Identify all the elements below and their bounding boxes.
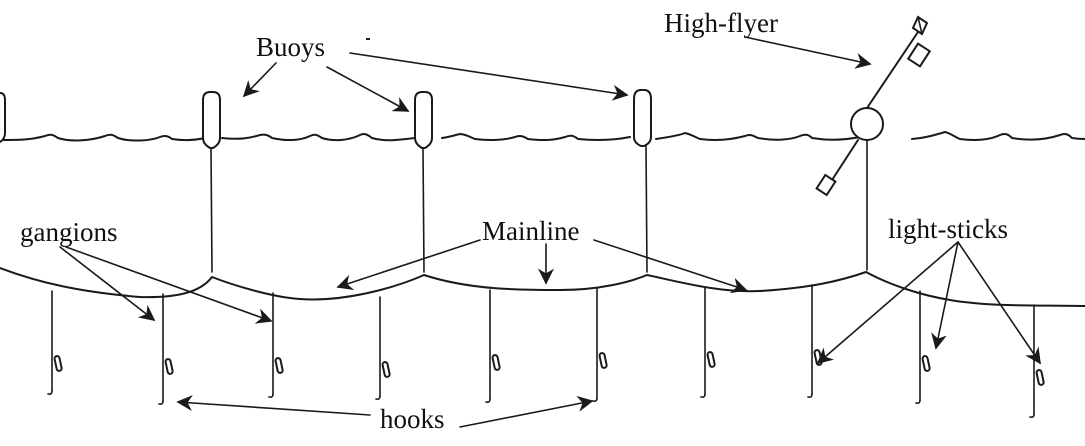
mainline <box>0 267 1085 307</box>
arrow-hooks-2 <box>459 395 594 428</box>
gangion <box>485 289 501 403</box>
label-hooks: hooks <box>380 404 445 434</box>
arrow-buoys-3 <box>349 52 629 101</box>
hook-icon <box>915 399 921 404</box>
gangion <box>700 286 716 398</box>
gangion <box>375 296 391 400</box>
buoy <box>633 89 652 273</box>
label-buoys: Buoys <box>256 32 325 62</box>
gangion <box>807 284 823 398</box>
buoy <box>0 92 6 144</box>
hook-icon <box>268 393 274 398</box>
light-stick-icon <box>381 361 391 378</box>
light-stick-icon <box>164 358 174 375</box>
arrow-hooks-1 <box>176 394 371 416</box>
gangion <box>592 287 608 402</box>
sea-surface <box>0 131 1085 142</box>
label-light-sticks: light-sticks <box>888 214 1008 244</box>
arrow-buoys-2 <box>326 66 410 112</box>
arrow-mainline-1 <box>336 239 481 291</box>
arrow-high-flyer <box>744 36 872 69</box>
hook-icon <box>158 400 164 405</box>
arrow-light-sticks-1 <box>816 241 959 365</box>
annotation-arrows <box>59 36 1041 428</box>
hook-icon <box>485 398 491 403</box>
label-mainline: Mainline <box>482 216 579 246</box>
speck <box>366 38 370 40</box>
arrow-gangions-2 <box>65 246 273 324</box>
light-stick-icon <box>706 351 716 368</box>
gangion <box>1029 304 1045 418</box>
gangion <box>915 290 931 404</box>
high-flyer <box>815 15 932 271</box>
arrow-mainline-3 <box>593 239 748 294</box>
hook-icon <box>375 395 381 400</box>
hook-icon <box>1029 413 1035 418</box>
light-stick-icon <box>491 354 501 371</box>
light-stick-icon <box>1035 369 1045 386</box>
gangions-group <box>47 284 1045 418</box>
hook-icon <box>807 393 813 398</box>
hook-icon <box>592 397 598 402</box>
arrow-buoys-1 <box>242 62 277 98</box>
light-stick-icon <box>274 357 284 374</box>
hook-icon <box>700 393 706 398</box>
light-stick-icon <box>921 355 931 372</box>
light-stick-icon <box>598 352 608 369</box>
label-high-flyer: High-flyer <box>664 8 778 38</box>
hook-icon <box>47 390 53 395</box>
label-gangions: gangions <box>20 217 118 247</box>
arrow-light-sticks-3 <box>957 241 1041 365</box>
buoy <box>202 91 221 273</box>
gangion <box>158 293 174 405</box>
light-stick-icon <box>53 355 63 372</box>
gangion <box>47 290 63 395</box>
buoy <box>414 91 433 273</box>
gangion <box>268 292 284 398</box>
arrow-gangions-1 <box>59 246 156 321</box>
arrow-light-sticks-2 <box>931 241 959 350</box>
